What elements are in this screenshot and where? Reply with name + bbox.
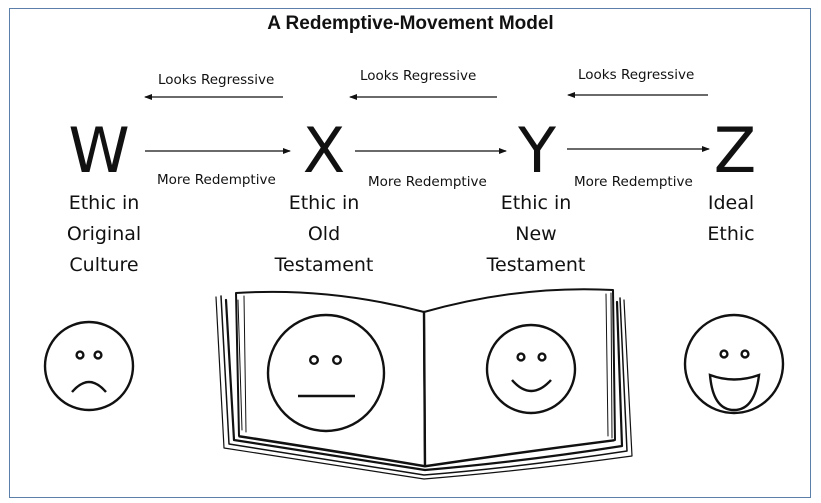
happy-face-icon: [683, 313, 785, 415]
redemptive-label-2: More Redemptive: [368, 174, 487, 190]
stage-letter-y: Y: [518, 114, 556, 187]
stage-caption-z: Ideal Ethic: [656, 188, 806, 250]
stage-caption-y: Ethic in New Testament: [461, 188, 611, 281]
caption-line: Testament: [274, 254, 374, 276]
caption-line: Ethic in: [68, 192, 140, 214]
caption-line: Ideal: [707, 192, 755, 214]
regressive-label-1: Looks Regressive: [158, 72, 275, 88]
sad-face-icon: [43, 320, 135, 412]
redemptive-label-3: More Redemptive: [574, 174, 693, 190]
stage-letter-w: W: [68, 114, 130, 187]
caption-line: Testament: [486, 254, 586, 276]
regressive-label-3: Looks Regressive: [578, 67, 695, 83]
diagram-title: A Redemptive-Movement Model: [267, 13, 554, 34]
neutral-face-icon: [266, 313, 386, 433]
caption-line: Ethic in: [500, 192, 572, 214]
caption-line: Original: [66, 223, 142, 245]
caption-line: Culture: [69, 254, 139, 276]
caption-line: Ethic in: [288, 192, 360, 214]
regressive-label-2: Looks Regressive: [360, 68, 477, 84]
caption-line: Old: [307, 223, 341, 245]
caption-line: Ethic: [707, 223, 755, 245]
redemptive-label-1: More Redemptive: [157, 172, 276, 188]
caption-line: New: [515, 223, 557, 245]
stage-letter-x: X: [302, 114, 346, 187]
stage-caption-w: Ethic in Original Culture: [29, 188, 179, 281]
smiling-face-icon: [485, 323, 577, 415]
stage-letter-z: Z: [713, 114, 757, 187]
stage-caption-x: Ethic in Old Testament: [249, 188, 399, 281]
